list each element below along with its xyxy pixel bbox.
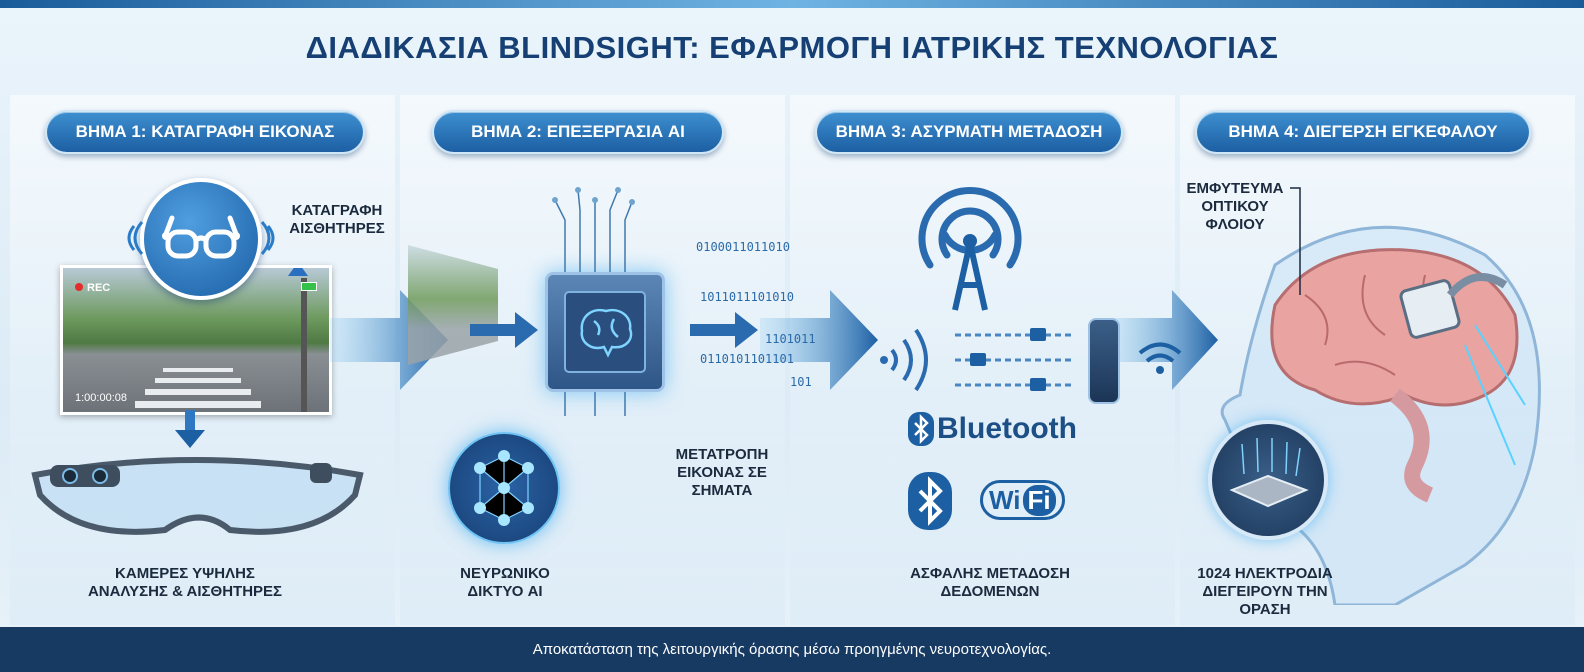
flow-arrow-3-icon [1110,290,1218,390]
binary-stream: 101 [790,375,812,389]
network-nodes-icon [474,450,534,526]
binary-stream: 0100011011010 [696,240,790,254]
top-accent-bar [0,0,1584,8]
signal-waves-icon [260,221,275,255]
broadcast-waves-icon [880,328,928,392]
binary-stream: 0110101101101 [700,352,794,366]
bluetooth-icon [908,412,934,446]
crosswalk-illustration [135,268,308,412]
brain-head-illustration [1220,225,1541,605]
record-dot-icon [75,283,83,291]
implant-pointer-line [1290,187,1301,295]
timecode: 1:00:00:08 [75,392,127,404]
step-2-pill: ΒΗΜΑ 2: ΕΠΕΞΕΡΓΑΣΙΑ AI [432,110,724,154]
input-arrow-icon [470,312,538,348]
rec-indicator: REC [75,282,110,294]
bluetooth-logo: Bluetooth [908,412,1077,446]
smart-glasses-badge [140,178,262,300]
output-arrow-icon [690,312,758,348]
signal-waves-icon [127,221,144,255]
ai-chip [545,272,665,392]
encrypted-data-arrows [955,328,1075,391]
smart-glasses-illustration [31,457,364,535]
page-title: ΔΙΑΔΙΚΑΣΙΑ BLINDSIGHT: ΕΦΑΡΜΟΓΗ ΙΑΤΡΙΚΗΣ… [305,30,1279,65]
binary-stream: 1101011 [765,332,816,346]
street-image-fragment [408,245,498,365]
antenna-tower-icon [918,186,1022,311]
neural-network-icon [448,432,560,544]
step-3-pill: ΒΗΜΑ 3: ΑΣΥΡΜΑΤΗ ΜΕΤΑΔΟΣΗ [815,110,1123,154]
step-4-pill: ΒΗΜΑ 4: ΔΙΕΓΕΡΣΗ ΕΓΚΕΦΑΛΟΥ [1195,110,1531,154]
bluetooth-text: Bluetooth [937,412,1077,445]
wifi-fi-text: Fi [1022,484,1056,516]
electrode-array-badge [1208,420,1328,540]
battery-icon [301,282,317,291]
step-1-pill: ΒΗΜΑ 1: ΚΑΤΑΓΡΑΦΗ ΕΙΚΟΝΑΣ [45,110,365,154]
wifi-wi-text: Wi [989,484,1021,515]
bluetooth-icon [908,472,952,530]
chip-circuit-traces [552,187,635,416]
brain-icon [580,308,633,358]
footer-banner: Αποκατάσταση της λειτουργικής όρασης μέσ… [0,627,1584,672]
rec-text: REC [87,282,111,294]
binary-stream: 1011011101010 [700,290,794,304]
down-arrow-icon [175,410,205,448]
microchip-electrodes-icon [1229,437,1309,508]
flow-arrow-2-icon [760,290,878,390]
receiver-device [1088,318,1120,404]
glasses-icon [162,215,240,259]
wifi-signal-icon [1138,342,1182,374]
